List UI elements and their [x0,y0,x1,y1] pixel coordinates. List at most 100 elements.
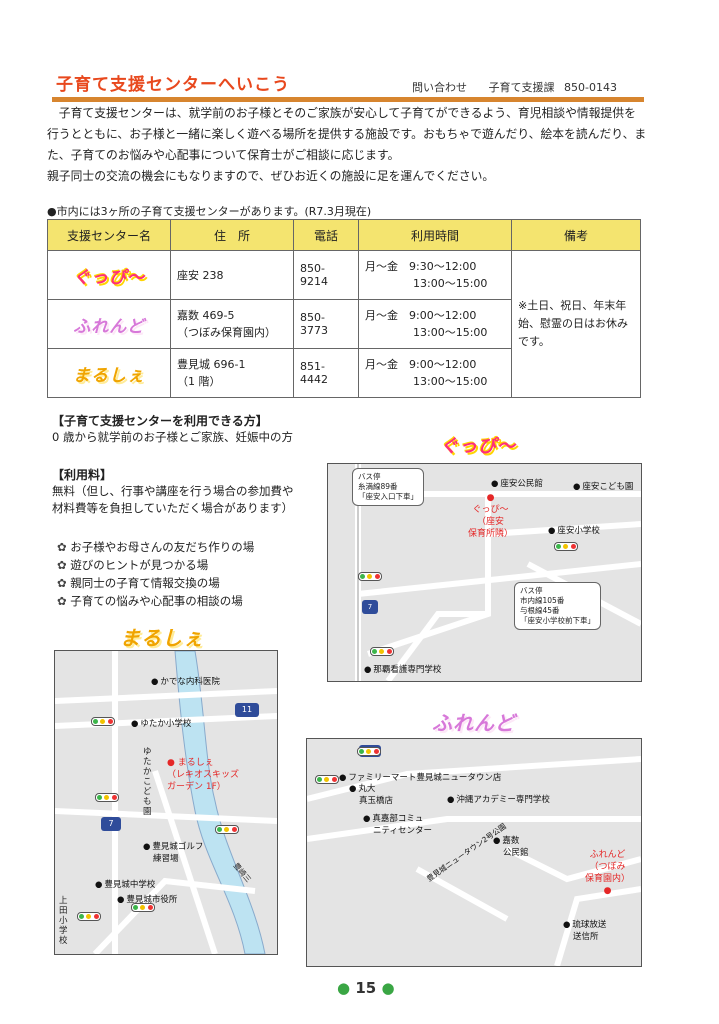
marker-line: （座安 [477,517,505,527]
address-cell: 座安 238 [170,250,294,300]
bus-stop-name: 「座安入口下車」 [358,492,418,501]
maru-center-marker: ● まるしぇ （レキオスキッズ ガーデン 1F） [167,757,239,793]
center-count: ●市内には3ヶ所の子育て支援センターがあります。(R7.3月現在) [47,205,372,218]
phone-cell: 850-3773 [293,299,359,349]
marker-line: ふれんど [589,850,626,860]
address-line: 座安 238 [177,269,224,282]
traffic-light-icon [91,717,115,726]
intro-paragraph-2: 親子同士の交流の機会にもなりますので、ぜひお近くの施設に足を運んでください。 [47,169,495,183]
okinawa-academy-label: 沖縄アカデミー専門学校 [447,793,550,805]
marker-text: まるしぇ [177,758,214,768]
contact-label: 問い合わせ [412,81,467,94]
friend-map-title: ふれんど [432,711,516,735]
ryukyu-line: 琉球放送 [572,920,607,930]
bus-line: 市内線105番 [520,596,565,605]
gupi-map-title: ぐっぴ～ [440,436,516,457]
hours-cell: 月～金 9:00～12:00 13:00～15:00 [358,299,512,349]
golf-line: 豊見城ゴルフ [152,842,204,852]
contact-dept: 子育て支援課 [488,81,555,94]
page-dot-icon: ● [381,979,395,997]
yutaka-school-label: ゆたか小学校 [131,717,191,729]
gupi-bus-stop-1: バス停 糸満線89番 「座安入口下車」 [352,468,424,506]
hours-morning: 月～金 9:00～12:00 [365,358,477,371]
contact-phone: 850-0143 [564,81,617,94]
address-sub: （1 階） [177,375,221,388]
city-hall-label: 豊見城市役所 [117,893,177,905]
friend-logo: ふれんど [73,316,145,337]
fee-heading: 【利用料】 [52,468,113,482]
kakazu-line: 嘉数 [502,836,520,846]
hours-morning: 月～金 9:00～12:00 [365,309,477,322]
name-cell: ぐっぴ～ [47,250,171,300]
gupi-bus-stop-2: バス停 市内線105番 与根線45番 「座安小学校前下車」 [514,582,601,630]
marker-line: 保育園内） [585,874,631,884]
col-note: 備考 [511,219,641,251]
maru-map-title: まるしぇ [120,626,204,650]
marker-dot: ● [603,886,612,896]
friend-center-marker: ふれんど （つぼみ 保育園内） ● [585,849,630,897]
hours-afternoon: 13:00～15:00 [413,375,488,388]
junior-high-label: 豊見城中学校 [95,878,155,890]
traffic-light-icon [370,647,394,656]
makabe-line: 真嘉部コミュ [372,814,424,824]
phone-cell: 850-9214 [293,250,359,300]
hours-cell: 月～金 9:00～12:00 13:00～15:00 [358,348,512,398]
traffic-light-icon [77,912,101,921]
intro-paragraph-1: 子育て支援センターは、就学前のお子様とそのご家族が安心して子育てができるよう、育… [47,106,647,162]
traffic-light-icon [357,747,381,756]
fee-text-2: 材料費等を負担していただく場合があります） [52,501,294,515]
maru-logo: まるしぇ [73,365,145,386]
route-7-sign: 7 [101,817,121,831]
address-line: 嘉数 469-5 [177,309,235,322]
eligibility-section: 【子育て支援センターを利用できる方】 0 歳から就学前のお子様とご家族、妊娠中の… [52,412,293,446]
marker-line: （つぼみ [589,862,626,872]
eligibility-heading: 【子育て支援センターを利用できる方】 [52,414,268,428]
col-name: 支援センター名 [47,219,171,251]
kadena-clinic-label: かでな内科医院 [151,675,220,687]
name-cell: ふれんど [47,299,171,349]
table-row: まるしぇ 豊見城 696-1 （1 階） 851-4442 月～金 9:00～1… [47,348,641,398]
contact-info: 問い合わせ 子育て支援課 850-0143 [412,79,635,95]
bus-line: 与根線45番 [520,606,560,615]
zayasu-kodomoen-label: 座安こども園 [573,480,633,492]
col-phone: 電話 [293,219,359,251]
list-item: お子様やお母さんの友だち作りの場 [57,538,254,556]
address-line: 豊見城 696-1 [177,358,246,371]
marudai-line: 丸大 [358,784,376,794]
table-row: ぐっぴ～ 座安 238 850-9214 月～金 9:30～12:00 13:0… [47,250,641,398]
route-11-sign: 11 [235,703,259,717]
intro-text: 子育て支援センターは、就学前のお子様とそのご家族が安心して子育てができるよう、育… [47,103,647,187]
marker-line: （レキオスキッズ [167,770,240,780]
page-dot-icon: ● [337,979,351,997]
fee-text-1: 無料（但し、行事や講座を行う場合の参加費や [52,484,294,498]
familymart-label: ファミリーマート豊見城ニュータウン店 [339,771,501,783]
maru-map: かでな内科医院 ゆたか小学校 ゆたかこども園 ● まるしぇ （レキオスキッズ ガ… [54,650,278,955]
marker-line: ぐっぴ～ [472,505,509,515]
list-item: 子育ての悩みや心配事の相談の場 [57,592,254,610]
golf-line: 練習場 [153,854,179,864]
center-table: 支援センター名 住 所 電話 利用時間 備考 ぐっぴ～ 座安 238 850-9… [47,219,641,398]
page-number-text: 15 [355,979,377,997]
makabe-line: ニティセンター [373,826,432,836]
traffic-light-icon [554,542,578,551]
ueta-school-label: 上田小学校 [59,896,68,946]
address-sub: （つぼみ保育園内） [177,326,276,339]
address-cell: 豊見城 696-1 （1 階） [170,348,294,398]
traffic-light-icon [315,775,339,784]
ryukyu-line: 送信所 [573,932,599,942]
gupi-center-marker: ● ぐっぴ～ （座安 保育所隣） [468,492,513,540]
phone-cell: 851-4442 [293,348,359,398]
yutaka-kodomoen-label: ゆたかこども園 [143,747,152,817]
bus-label: バス停 [358,472,381,481]
address-cell: 嘉数 469-5 （つぼみ保育園内） [170,299,294,349]
marker-dot: ● [486,493,495,503]
col-address: 住 所 [170,219,294,251]
hours-afternoon: 13:00～15:00 [413,277,488,290]
page-number: ● 15 ● [337,979,395,997]
zayasu-school-label: 座安小学校 [548,524,600,536]
